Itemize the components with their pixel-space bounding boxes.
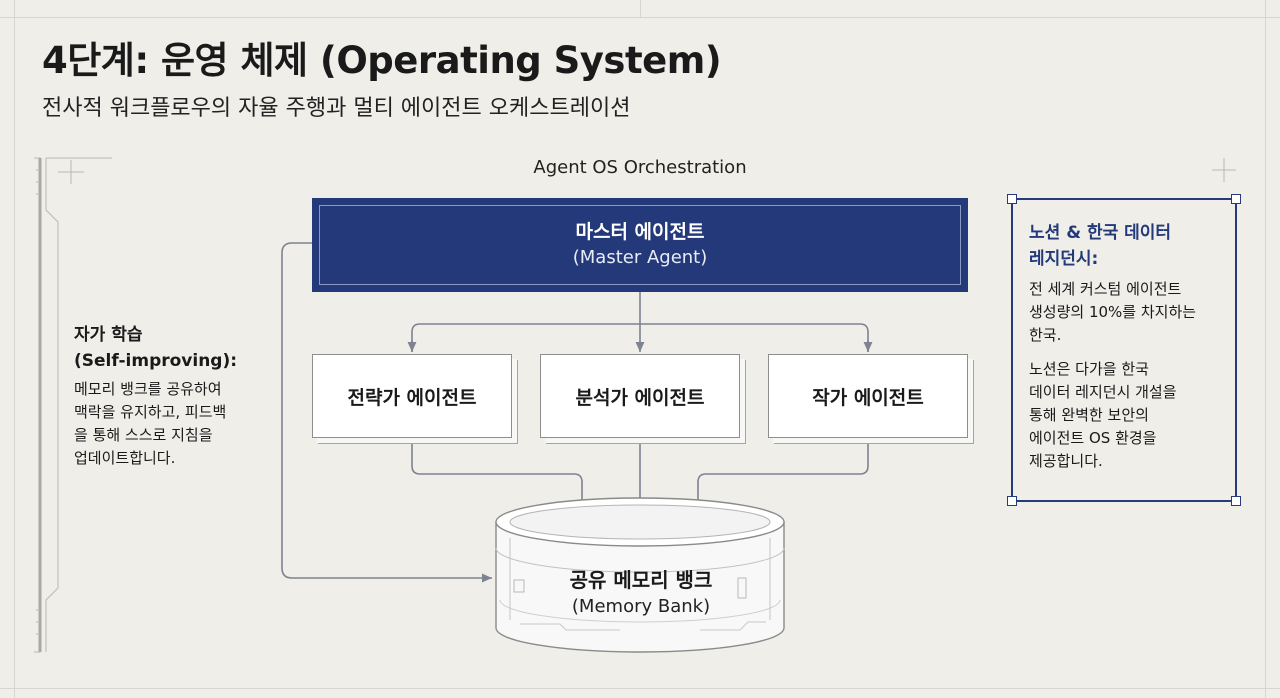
frame-line-top: [0, 17, 1280, 18]
master-agent-english-label: (Master Agent): [572, 247, 708, 268]
left-ruler-decoration: [34, 157, 112, 653]
description-line: 업데이트합니다.: [74, 449, 176, 467]
master-agent-label: 마스터 에이전트: [575, 221, 705, 243]
text-line: 노션은 다가을 한국: [1029, 360, 1149, 378]
diagram-heading: Agent OS Orchestration: [533, 157, 747, 178]
memory-bank-cylinder: [495, 497, 785, 653]
memory-bank-label: 공유 메모리 뱅크 (Memory Bank): [496, 566, 786, 620]
strategist-agent-card: 전략가 에이전트: [312, 354, 512, 438]
writer-agent-label: 작가 에이전트: [812, 386, 924, 409]
strategist-agent-label: 전략가 에이전트: [347, 386, 477, 409]
frame-tick-top: [640, 0, 641, 17]
data-residency-panel: 노션 & 한국 데이터 레지던시: 전 세계 커스텀 에이전트 생성량의 10%…: [1007, 194, 1241, 506]
text-line: 통해 완벽한 보안의: [1029, 406, 1149, 424]
analyst-agent-card: 분석가 에이전트: [540, 354, 740, 438]
writer-agent-card: 작가 에이전트: [768, 354, 968, 438]
text-line: 제공합니다.: [1029, 452, 1103, 470]
description-line: 맥락을 유지하고, 피드백: [74, 403, 227, 421]
page-title: 4단계: 운영 체제 (Operating System): [42, 39, 722, 82]
corner-handle: [1231, 194, 1241, 204]
memory-bank-english-title: (Memory Bank): [571, 596, 711, 617]
master-agent-box: 마스터 에이전트 (Master Agent): [312, 198, 968, 292]
self-improving-title: 자가 학습: [74, 325, 143, 345]
self-improving-subtitle: (Self-improving):: [74, 351, 238, 371]
frame-line-left: [14, 0, 15, 698]
description-line: 을 통해 스스로 지침을: [74, 426, 213, 444]
right-crosshair-decoration: [1212, 158, 1236, 182]
frame-line-right: [1265, 0, 1266, 698]
memory-bank-title: 공유 메모리 뱅크: [569, 568, 713, 592]
text-line: 전 세계 커스텀 에이전트: [1029, 280, 1182, 298]
title-line: 레지던시:: [1029, 249, 1099, 269]
text-line: 한국.: [1029, 326, 1062, 344]
text-line: 데이터 레지던시 개설을: [1029, 383, 1177, 401]
title-line: 노션 & 한국 데이터: [1029, 223, 1172, 243]
text-line: 생성량의 10%를 차지하는: [1029, 303, 1197, 321]
data-residency-description: 노션은 다가을 한국 데이터 레지던시 개설을 통해 완벽한 보안의 에이전트 …: [1029, 358, 1235, 473]
self-improving-description: 메모리 뱅크를 공유하여 맥락을 유지하고, 피드백 을 통해 스스로 지침을 …: [74, 378, 284, 470]
self-improving-panel: 자가 학습 (Self-improving): 메모리 뱅크를 공유하여 맥락을…: [74, 322, 284, 470]
frame-line-bottom: [0, 688, 1280, 689]
analyst-agent-label: 분석가 에이전트: [575, 386, 705, 409]
data-residency-stat: 전 세계 커스텀 에이전트 생성량의 10%를 차지하는 한국.: [1029, 278, 1235, 347]
corner-handle: [1231, 496, 1241, 506]
page-subtitle: 전사적 워크플로우의 자율 주행과 멀티 에이전트 오케스트레이션: [42, 96, 631, 121]
description-line: 메모리 뱅크를 공유하여: [74, 380, 222, 398]
data-residency-title: 노션 & 한국 데이터 레지던시:: [1029, 220, 1229, 272]
corner-handle: [1007, 496, 1017, 506]
text-line: 에이전트 OS 환경을: [1029, 429, 1157, 447]
master-agent-inner-frame: 마스터 에이전트 (Master Agent): [319, 205, 961, 285]
corner-handle: [1007, 194, 1017, 204]
